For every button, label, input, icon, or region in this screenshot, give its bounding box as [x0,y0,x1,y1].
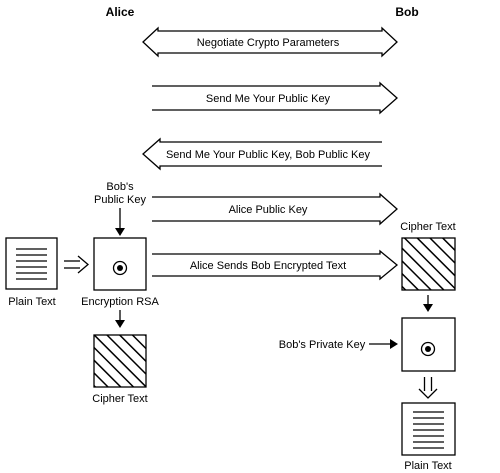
alice-key-label-line1: Bob's [106,181,134,193]
hatched-cipher-icon [93,334,147,388]
arrow-icon [423,295,433,312]
alice-encryption-label: Encryption RSA [81,296,159,308]
message-label: Alice Public Key [229,204,308,216]
alice-header: Alice [106,5,135,19]
message-label: Send Me Your Public Key, Bob Public Key [166,149,371,161]
bob-cipher-text-label: Cipher Text [400,221,455,233]
hatched-cipher-icon [401,237,456,291]
arrow-icon [115,208,125,236]
document-icon [5,237,58,290]
arrow-icon [418,377,438,399]
message-label: Negotiate Crypto Parameters [197,37,340,49]
message-arrow-negotiate: Negotiate Crypto Parameters [142,26,398,58]
bob-plain-text-label: Plain Text [404,460,452,472]
alice-key-label-line2: Public Key [94,194,146,206]
lock-icon [401,317,456,372]
arrow-icon [369,339,398,349]
alice-plain-text-label: Plain Text [8,296,56,308]
document-icon [401,402,456,456]
message-arrow-alice-key: Alice Public Key [152,192,398,226]
arrow-icon [64,255,90,274]
bob-private-key-label: Bob's Private Key [279,339,366,351]
bob-header: Bob [395,5,418,19]
message-arrow-encrypted-text: Alice Sends Bob Encrypted Text [152,249,399,281]
alice-cipher-text-label: Cipher Text [92,393,147,405]
message-arrow-response-key: Send Me Your Public Key, Bob Public Key [142,137,382,171]
message-label: Send Me Your Public Key [206,93,331,105]
message-arrow-request-key: Send Me Your Public Key [152,81,398,115]
message-label: Alice Sends Bob Encrypted Text [190,260,346,272]
lock-icon [93,237,147,291]
arrow-icon [115,310,125,328]
